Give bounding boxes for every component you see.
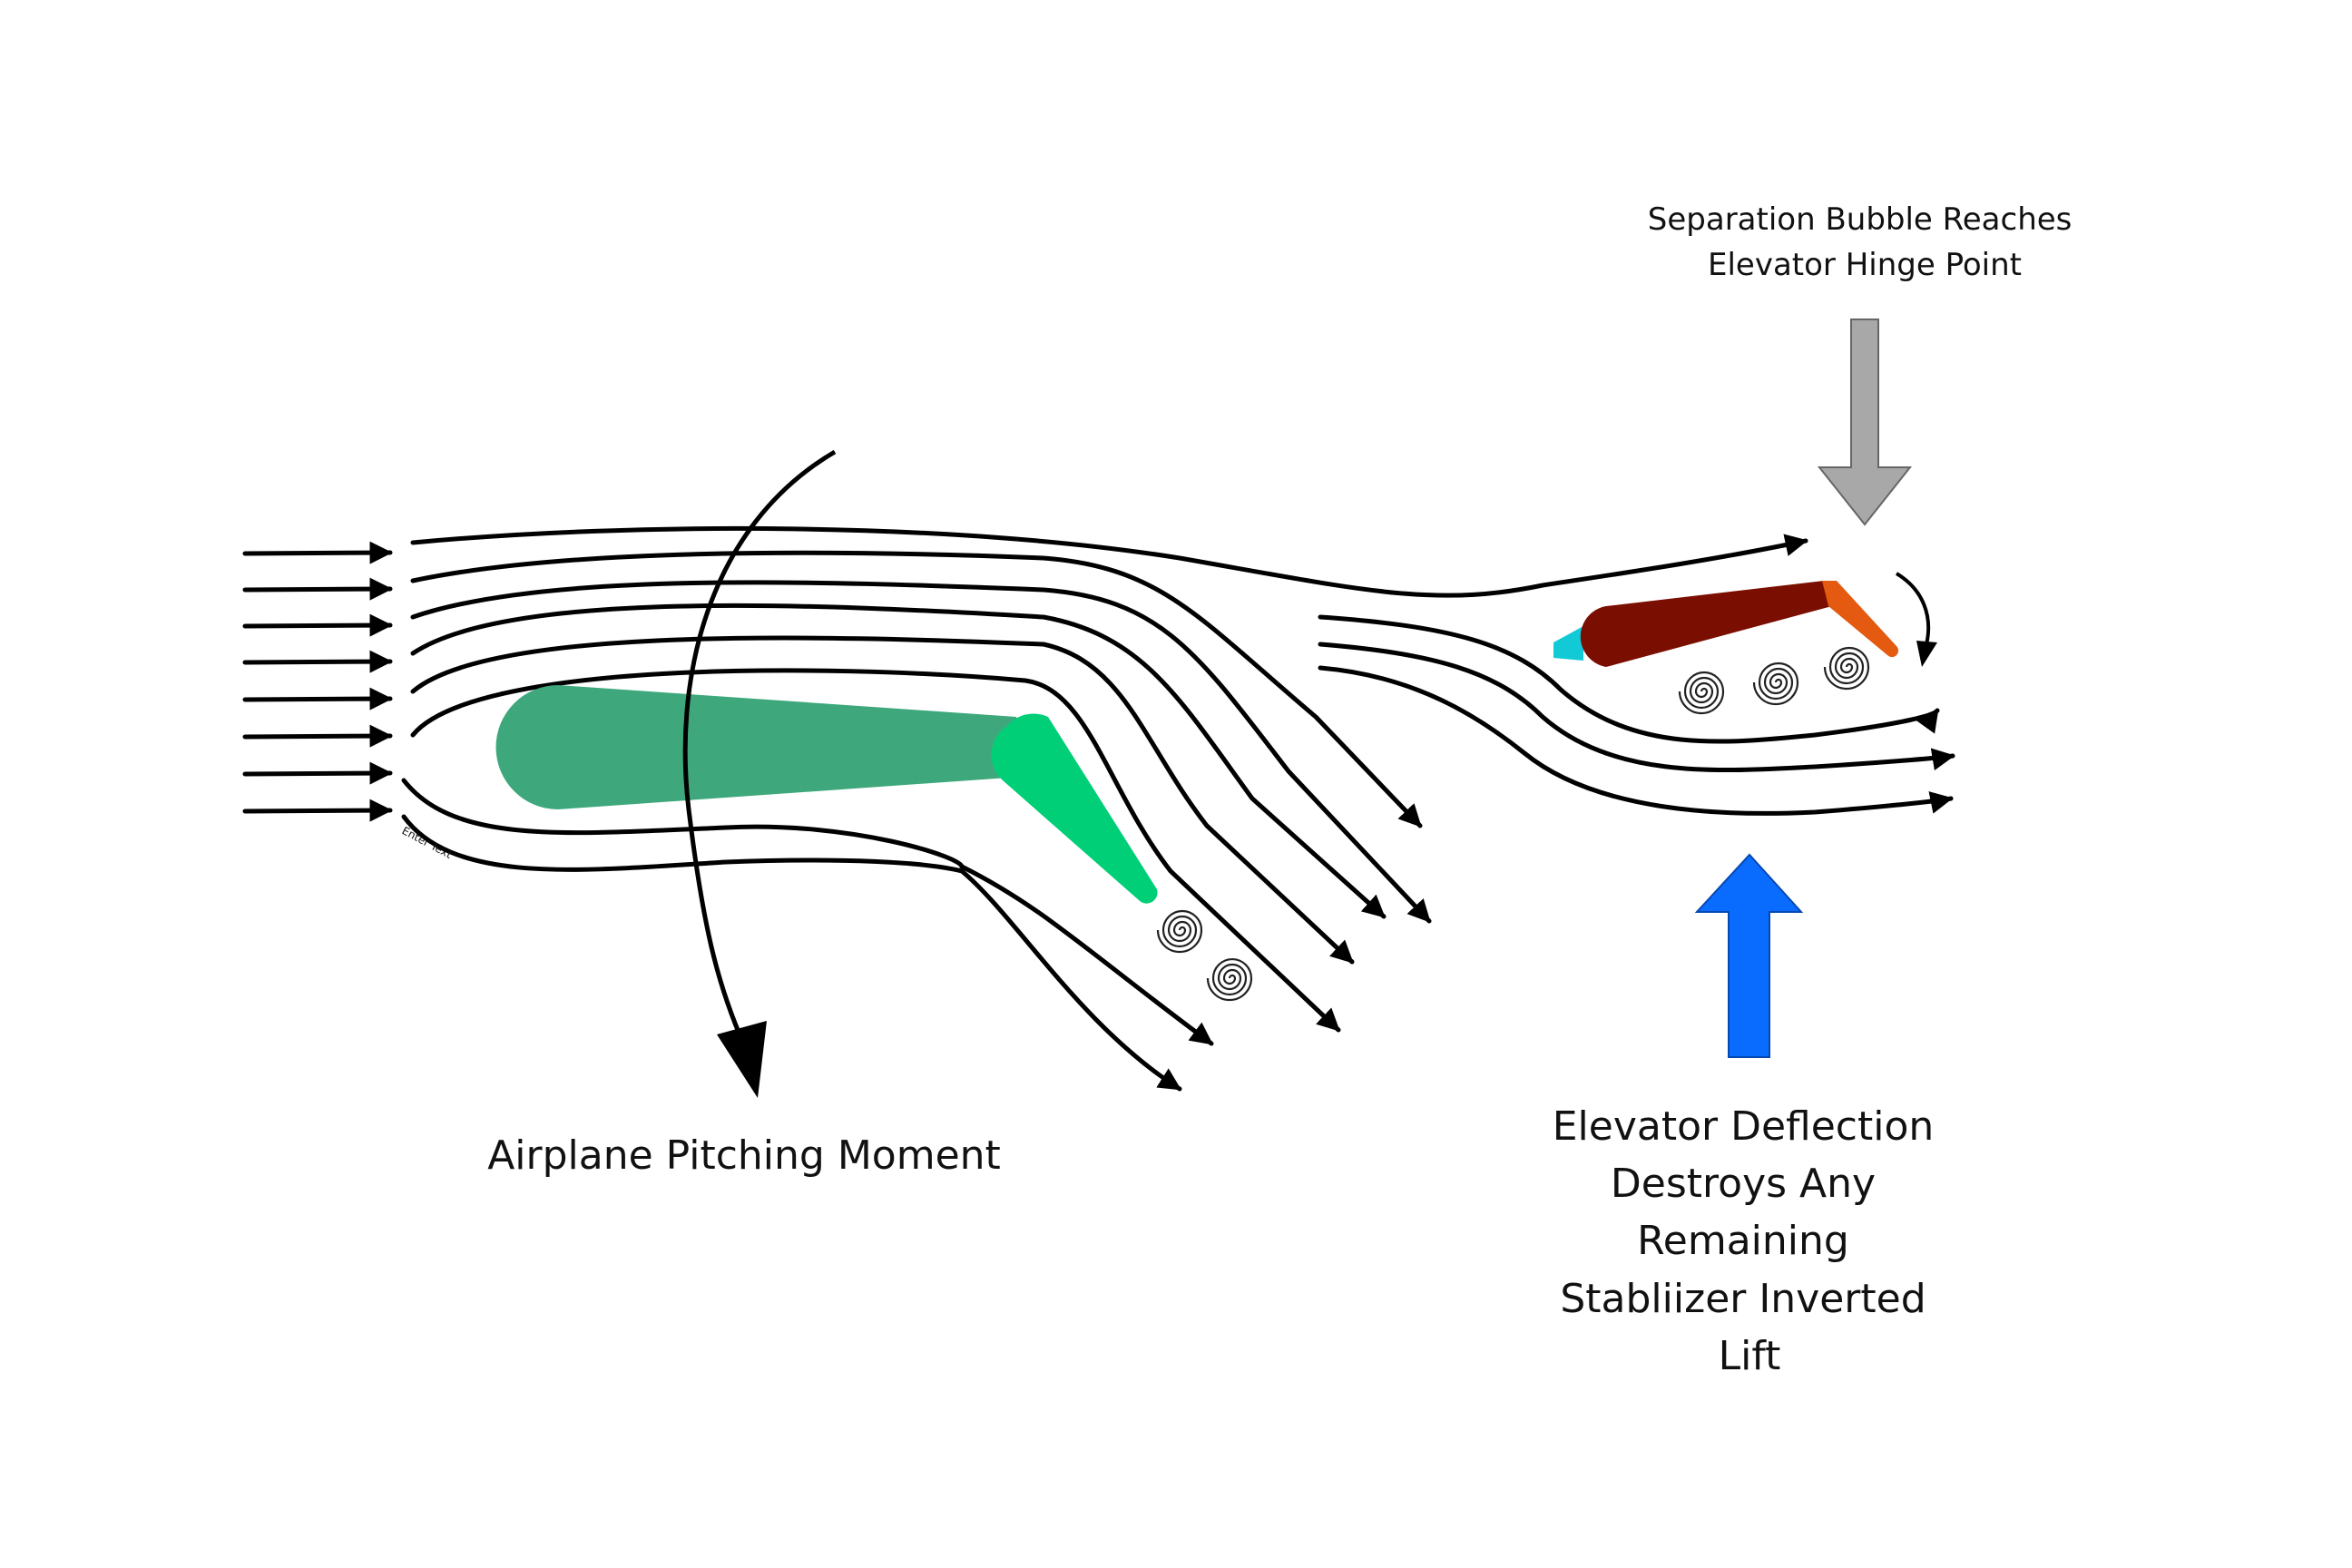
lift-arrow [1694, 853, 1804, 1058]
freestream-arrow [242, 577, 393, 601]
streamline [410, 580, 1432, 924]
elevator-rotation-arrowhead [1916, 641, 1937, 667]
main-wing [495, 684, 1158, 904]
deflection-label-line: Lift [1719, 1333, 1781, 1379]
vortex-spiral [1752, 662, 1799, 706]
vortex-spiral [1823, 646, 1870, 691]
tail-wake-vortices [1678, 646, 1870, 715]
freestream-arrows [242, 541, 393, 822]
separation-label: Separation Bubble Reaches Elevator Hinge… [1648, 201, 2082, 283]
freestream-arrow [242, 724, 393, 748]
deflection-label-line: Destroys Any [1611, 1161, 1876, 1207]
freestream-arrow [242, 761, 393, 785]
elevator-rotation-arrow [1895, 572, 1931, 645]
streamline [410, 550, 1423, 828]
vortex-spiral [1678, 671, 1725, 715]
tail-elevator [1822, 581, 1899, 658]
streamline [410, 635, 1355, 965]
pitching-moment-label: Airplane Pitching Moment [487, 1132, 1001, 1179]
freestream-arrow [242, 541, 393, 564]
streamline [1318, 642, 1955, 773]
streamline [410, 525, 1808, 598]
wing-streamlines [401, 525, 1808, 1092]
elevator-deflection-label: Elevator Deflection Destroys Any Remaini… [1553, 1103, 1947, 1379]
horizontal-tail [1553, 581, 1899, 667]
tail-leading-edge [1553, 626, 1583, 661]
pitching-moment-arrowhead [717, 1021, 767, 1098]
streamline [401, 814, 1182, 1092]
tail-stabilizer [1580, 581, 1842, 667]
streamline [401, 778, 1214, 1046]
streamline [1318, 614, 1940, 744]
deflection-label-line: Remaining [1637, 1218, 1849, 1264]
streamline [1318, 665, 1954, 816]
freestream-arrow [242, 687, 393, 710]
tail-streamlines [1318, 614, 1955, 816]
main-wing-airfoil [495, 684, 1034, 809]
vortex-spiral [1156, 909, 1203, 954]
streamline [410, 603, 1387, 919]
freestream-arrow [242, 799, 393, 822]
freestream-arrow [242, 613, 393, 637]
vortex-spiral [1206, 957, 1253, 1002]
separation-label-line: Separation Bubble Reaches [1648, 201, 2073, 238]
separation-label-line: Elevator Hinge Point [1708, 247, 2022, 283]
streamline [410, 668, 1341, 1033]
wing-wake-vortices [1156, 909, 1253, 1002]
enter-text-placeholder: Enter Text [400, 824, 455, 861]
deflection-label-line: Elevator Deflection [1553, 1103, 1935, 1150]
separation-arrow [1817, 318, 1913, 526]
pitching-moment-arrow [682, 449, 837, 1035]
deflection-label-line: Stabliizer Inverted [1560, 1276, 1926, 1322]
main-wing-flap [991, 713, 1158, 904]
